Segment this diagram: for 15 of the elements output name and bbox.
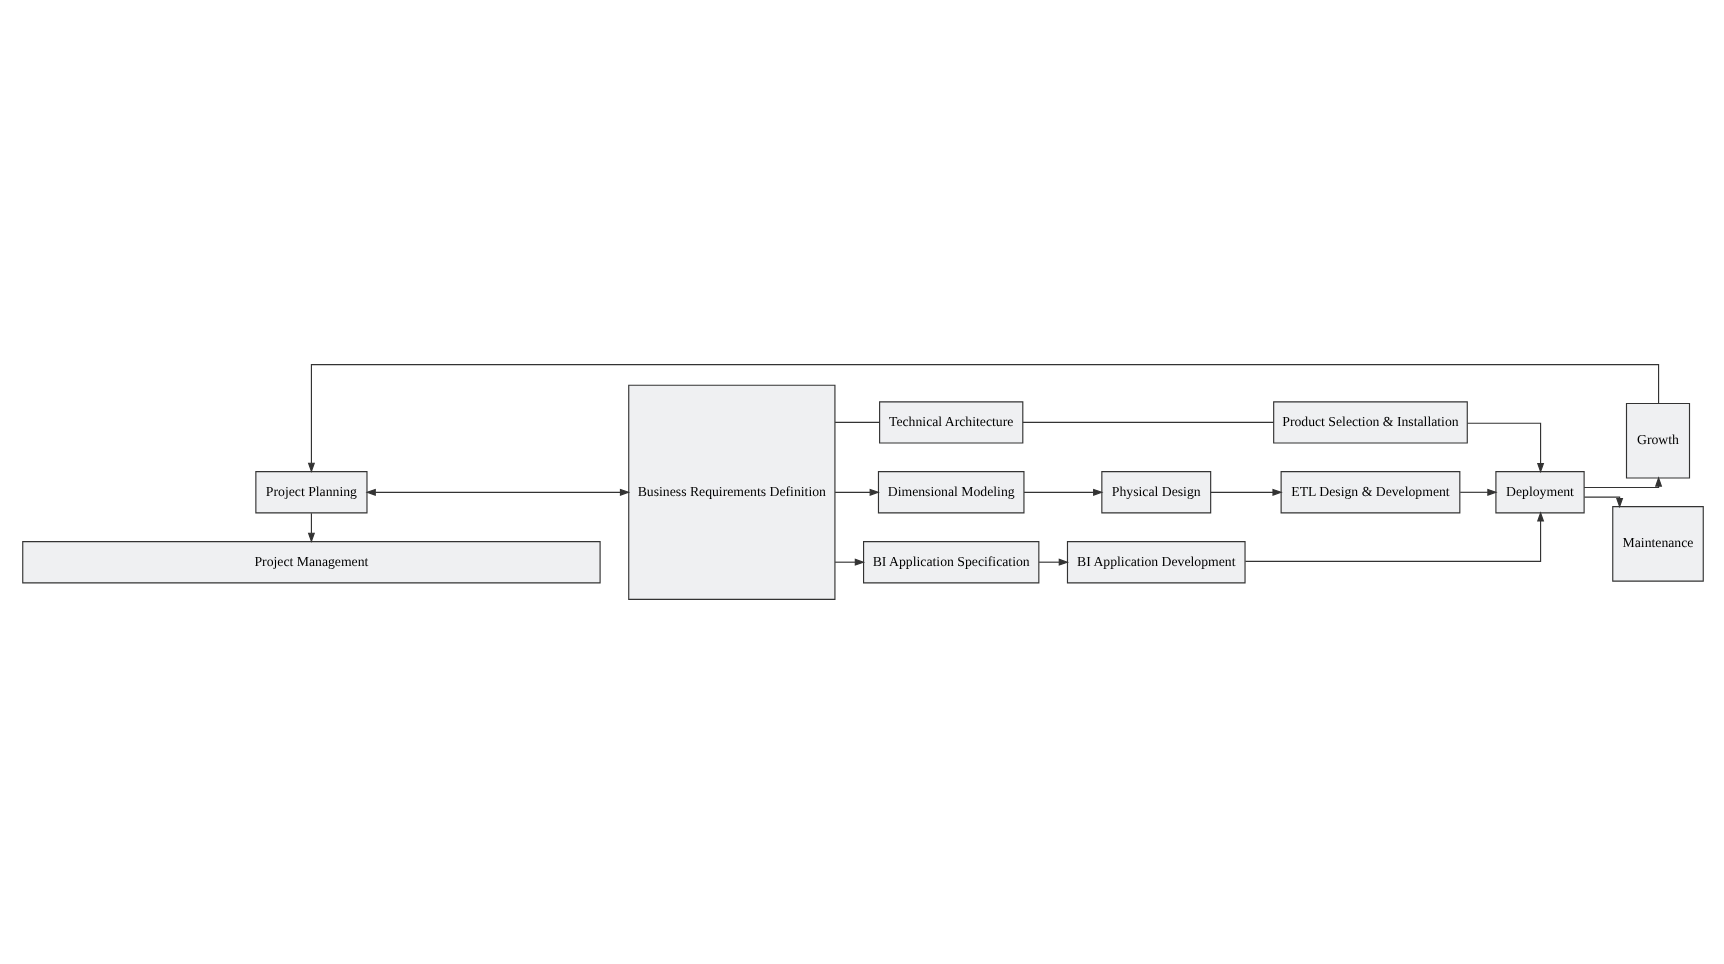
connector: [1021, 421, 1274, 423]
arrow: [1037, 558, 1068, 566]
arrow: [1458, 488, 1497, 496]
arrow: [1465, 422, 1544, 474]
arrow: [833, 558, 865, 566]
arrow: [833, 488, 879, 496]
connector: [833, 421, 880, 423]
arrow: [306, 512, 315, 543]
arrow: [364, 488, 630, 496]
arrow: [1582, 476, 1662, 489]
arrow: [1243, 511, 1544, 562]
arrow: [1022, 488, 1103, 496]
arrow: [1209, 488, 1282, 496]
arrow: [1582, 496, 1623, 509]
arrow: [306, 364, 1659, 473]
